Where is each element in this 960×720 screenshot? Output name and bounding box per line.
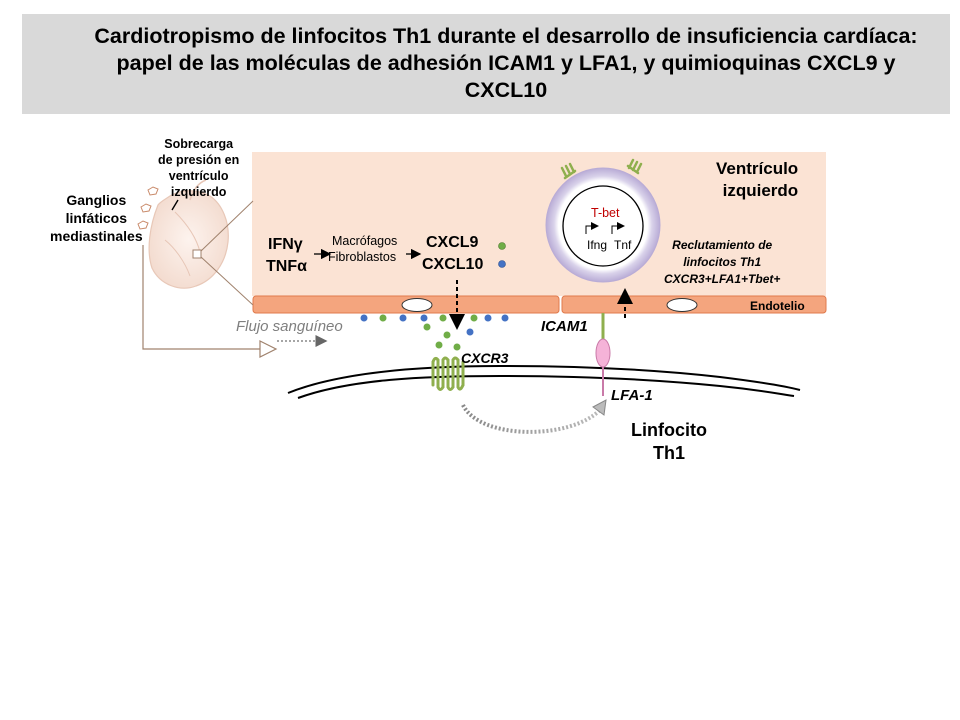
- cxcl9-dot: [498, 242, 506, 250]
- reclutamiento-label: Reclutamiento de linfocitos Th1 CXCR3+LF…: [664, 238, 781, 286]
- cxcr3-label: CXCR3: [461, 350, 509, 366]
- zoom-square: [192, 249, 202, 259]
- zoom-line-bottom: [200, 256, 254, 306]
- cxcl10-label: CXCL10: [422, 256, 484, 273]
- fibroblastos-label: Fibroblastos: [328, 250, 397, 264]
- macrofagos-label: Macrófagos: [332, 234, 398, 248]
- linfocito-label: Linfocito Th1: [631, 420, 707, 463]
- zoom-line-top: [200, 200, 254, 252]
- lymph-node-icon: [137, 186, 159, 230]
- lumen-chemokines: [360, 314, 509, 351]
- signaling-curve-arrow: [461, 403, 602, 434]
- lymph-flow-path: [142, 245, 262, 350]
- lymphocyte-membrane-outer: [287, 364, 801, 394]
- tnf-gene-arrow: [611, 222, 625, 234]
- ifng-gene-label: Ifng: [587, 238, 608, 252]
- tnfa-label: TNFα: [266, 258, 307, 275]
- tnf-gene-label: Tnf: [614, 238, 632, 252]
- ganglios-label: Ganglios linfáticos mediastinales: [50, 192, 143, 244]
- lymph-flow-arrowhead: [259, 340, 278, 358]
- ifng-label: IFNγ: [268, 236, 303, 253]
- signaling-curve-arrowhead: [592, 399, 607, 416]
- ventriculo-label: Ventrículo izquierdo: [716, 159, 799, 200]
- figure-title: Cardiotropismo de linfocitos Th1 durante…: [94, 24, 918, 102]
- cxcl9-label: CXCL9: [426, 234, 479, 251]
- lfa1-molecule: [595, 338, 611, 368]
- pressure-pointer: [171, 199, 179, 211]
- title-banner: Cardiotropismo de linfocitos Th1 durante…: [22, 14, 950, 114]
- endothelial-nucleus: [666, 298, 698, 312]
- sobrecarga-label: Sobrecarga de presión en ventrículo izqu…: [158, 137, 240, 199]
- endothelial-nucleus: [401, 298, 433, 312]
- lfa1-label: LFA-1: [611, 387, 653, 404]
- lymphocyte-membrane-inner: [297, 374, 795, 399]
- icam1-label: ICAM1: [541, 318, 588, 335]
- cxcr3-receptor: [431, 356, 465, 391]
- ifng-gene-arrow: [585, 222, 599, 234]
- endotelio-label: Endotelio: [750, 299, 805, 313]
- cell-receptor-icon: [560, 158, 643, 180]
- tbet-label: T-bet: [591, 206, 620, 220]
- flujo-label: Flujo sanguíneo: [236, 318, 343, 335]
- cxcl10-dot: [498, 260, 506, 268]
- recruited-cell-nucleus: [562, 185, 644, 267]
- ventricle-tissue: [252, 152, 826, 296]
